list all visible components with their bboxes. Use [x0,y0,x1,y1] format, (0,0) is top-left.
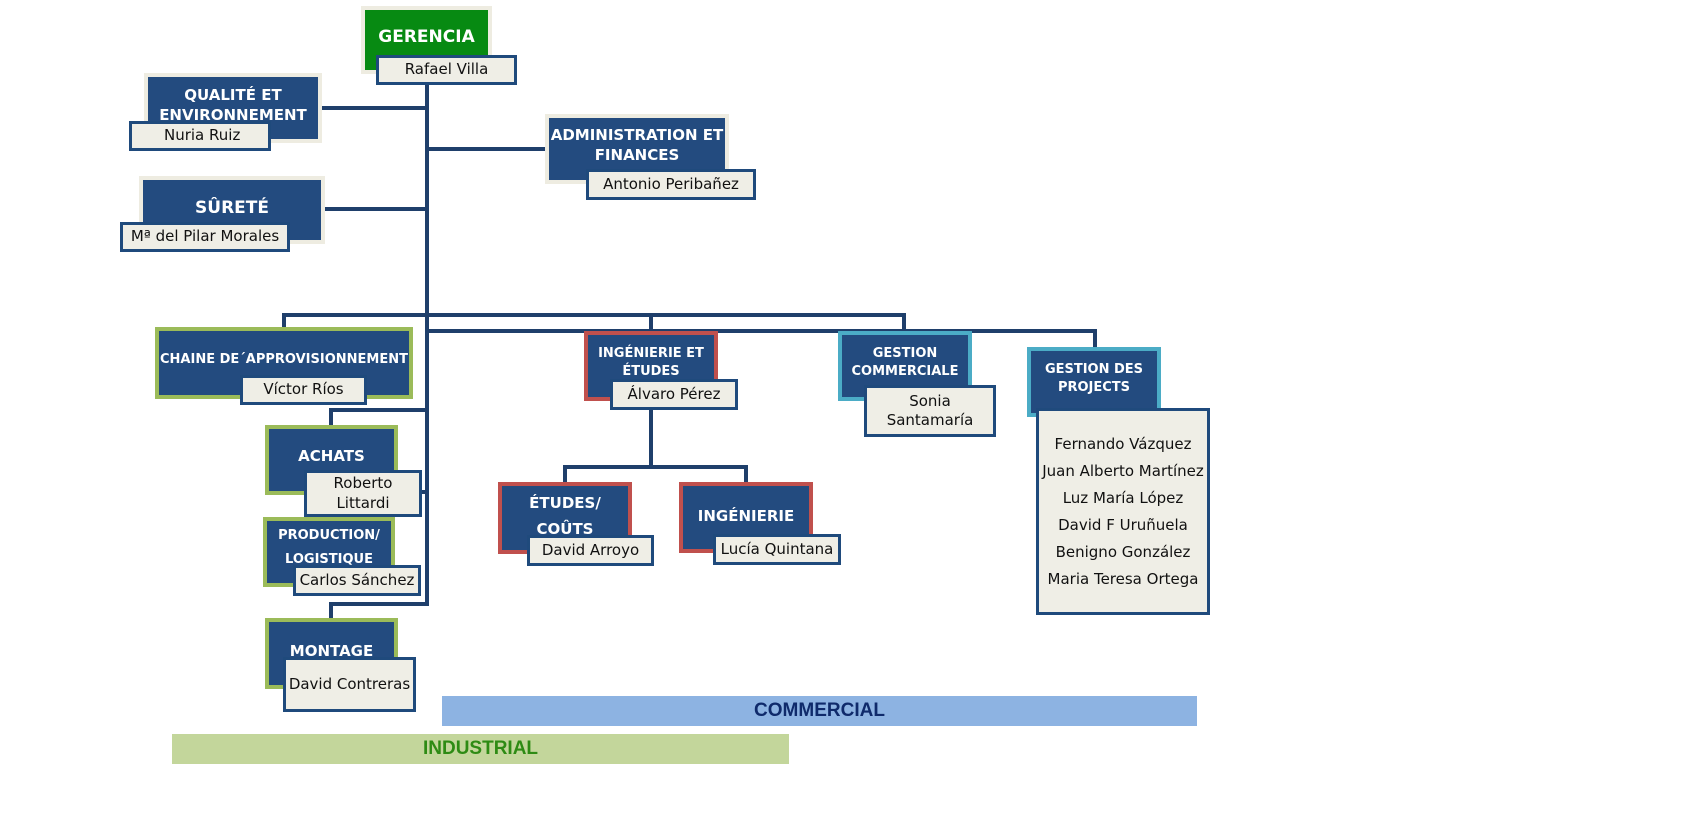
unit-label: GERENCIA [378,27,475,47]
person-gerencia[interactable]: Rafael Villa [376,55,517,85]
connector-achats-drop [329,408,333,428]
connector-upper-bus [282,313,906,317]
person-montage[interactable]: David Contreras [283,657,416,712]
connector-qualite [322,106,427,110]
person-name: Mª del Pilar Morales [130,227,280,246]
person-name: Víctor Ríos [263,380,344,399]
connector-achats-bus [329,408,427,412]
connector-etudes-drop [563,465,567,485]
connector-ing-sub-bus [563,465,748,469]
group-band-commercial: COMMERCIAL [442,696,1197,726]
connector-gp-drop [1093,329,1097,349]
connector-surete [325,207,427,211]
people-list-gestion-projects[interactable]: Fernando Vázquez Juan Alberto Martínez L… [1036,408,1210,615]
person-name: Álvaro Pérez [627,384,721,403]
list-item: Maria Teresa Ortega [1047,570,1199,588]
list-item: Luz María López [1062,489,1184,507]
connector-chaine-drop [282,313,286,329]
unit-label: MONTAGE [289,642,374,660]
unit-label: CHAINE DE´APPROVISIONNEMENT [160,352,408,367]
connector-trunk [425,84,429,606]
connector-ing-down [649,408,653,468]
person-etudes-couts[interactable]: David Arroyo [527,535,654,566]
group-band-industrial: INDUSTRIAL [172,734,789,764]
connector-ingenierie-drop [744,465,748,485]
person-chaine[interactable]: Víctor Ríos [240,375,367,405]
unit-label: ACHATS [298,447,365,465]
person-achats[interactable]: Roberto Littardi [304,470,422,517]
unit-chaine[interactable]: CHAINE DE´APPROVISIONNEMENT [155,327,413,399]
connector-montage-bus [329,602,427,606]
list-item: Fernando Vázquez [1054,435,1192,453]
person-name: Rafael Villa [404,60,489,79]
unit-gestion-projects[interactable]: GESTION DES PROJECTS [1027,347,1161,417]
person-gestion-commerciale[interactable]: Sonia Santamaría [864,385,996,437]
connector-ing-drop [649,315,653,333]
list-item: David F Uruñuela [1058,516,1188,534]
unit-label: INGÉNIERIE [697,507,795,525]
connector-achats-side [418,490,427,494]
person-name: Antonio Peribañez [603,174,739,193]
person-name: Nuria Ruiz [164,126,241,145]
person-ingenierie[interactable]: Lucía Quintana [713,534,841,565]
person-production[interactable]: Carlos Sánchez [293,565,421,596]
unit-label: SÛRETÉ [195,198,269,218]
connector-admin [427,147,547,151]
person-ingenierie-etudes[interactable]: Álvaro Pérez [610,379,738,410]
person-administration[interactable]: Antonio Peribañez [586,169,756,200]
person-surete[interactable]: Mª del Pilar Morales [120,222,290,252]
group-label: COMMERCIAL [754,700,885,721]
person-qualite[interactable]: Nuria Ruiz [129,121,271,151]
list-item: Benigno González [1055,543,1191,561]
group-label: INDUSTRIAL [422,738,539,759]
connector-lower-bus [427,329,1097,333]
connector-gc-drop [902,313,906,333]
list-item: Juan Alberto Martínez [1042,462,1204,480]
connector-montage-drop [329,602,333,622]
